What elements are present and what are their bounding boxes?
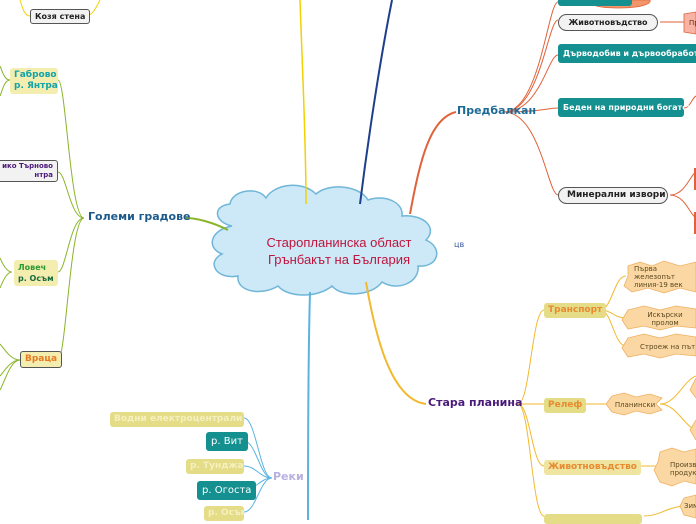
transport-child-2[interactable]: Искърски пролом <box>647 311 683 327</box>
node-relef[interactable]: Релеф <box>544 398 587 413</box>
city-vratsa-name: Враца <box>25 354 58 364</box>
node-koza-stena[interactable]: Козя стена <box>30 9 91 24</box>
star-shape-6 <box>679 494 696 519</box>
city-tarnovo-name: ико Търново <box>2 162 53 170</box>
zhivot-child[interactable]: Произв продук <box>670 461 696 477</box>
reki-blur-3[interactable]: р. Осъм <box>204 506 244 521</box>
city-gabrovo-name: Габрово <box>14 70 57 80</box>
branch-line-predbalkan <box>409 111 457 215</box>
city-lovech-name: Ловеч <box>18 263 47 272</box>
node-beden[interactable]: Беден на природни богатства <box>558 98 696 117</box>
city-lovech-river: р. Осъм <box>18 274 54 283</box>
star-shape-3 <box>621 333 696 359</box>
river-vit[interactable]: р. Вит <box>206 432 248 451</box>
node-transport[interactable]: Транспорт <box>544 303 607 318</box>
node-zhivotnovadstvo-pb[interactable]: Животновъдство <box>558 14 658 31</box>
branch-line-reki <box>307 291 311 520</box>
central-cloud <box>211 184 438 296</box>
branch-reki[interactable]: Реки <box>273 470 304 483</box>
node-mineralni[interactable]: Минерални извори <box>558 187 668 204</box>
reki-blur-1[interactable]: Водни електроцентрали <box>110 412 244 427</box>
city-gabrovo-river: р. Янтра <box>14 81 58 91</box>
star-shape-4 <box>605 392 663 416</box>
branch-line-top-yellow <box>299 0 307 205</box>
star-shape-1 <box>623 260 696 294</box>
node-pr[interactable]: Пр <box>689 19 696 27</box>
central-note: цв <box>454 240 465 249</box>
central-title-line2: Грънбакът на България <box>267 252 411 267</box>
reki-blur-2[interactable]: р. Тунджа <box>186 459 244 474</box>
transport-child-1[interactable]: Първа железопът линия-19 век <box>634 265 683 289</box>
branch-line-top <box>359 0 393 205</box>
star-shape-5 <box>653 447 696 487</box>
star-shape-2 <box>621 305 696 331</box>
city-lovech[interactable]: Ловеч р. Осъм <box>14 260 58 286</box>
city-gabrovo[interactable]: Габрово р. Янтра <box>10 68 58 94</box>
branch-stara-planina[interactable]: Стара планина <box>428 396 523 409</box>
node-bottom-blur[interactable] <box>544 514 642 524</box>
city-vratsa[interactable]: Враца <box>20 351 63 368</box>
transport-child-3[interactable]: Строеж на път <box>640 343 696 351</box>
branch-line-stara <box>365 281 427 405</box>
central-topic[interactable]: Старопланинска област Грънбакът на Бълга… <box>234 234 444 268</box>
central-title-line1: Старопланинска област <box>266 235 412 250</box>
city-tarnovo[interactable]: ико Търново нтра <box>0 160 58 182</box>
river-ogosta[interactable]: р. Огоста <box>197 481 257 500</box>
branch-line-golemi <box>185 217 229 231</box>
branch-predbalkan[interactable]: Предбалкан <box>457 104 537 117</box>
predbalkan-top-teal[interactable] <box>558 0 632 6</box>
relef-child[interactable]: Планински <box>614 401 656 409</box>
node-zhivotnovadstvo-sp[interactable]: Животновъдство <box>544 460 641 475</box>
city-tarnovo-river: нтра <box>34 171 53 179</box>
bottom-child[interactable]: Зим <box>684 502 696 510</box>
node-darvodobiv[interactable]: Дърводобив и дървообработване <box>558 44 696 63</box>
pr-shape <box>683 11 696 35</box>
branch-golemi-gradove[interactable]: Големи градове <box>88 210 191 223</box>
